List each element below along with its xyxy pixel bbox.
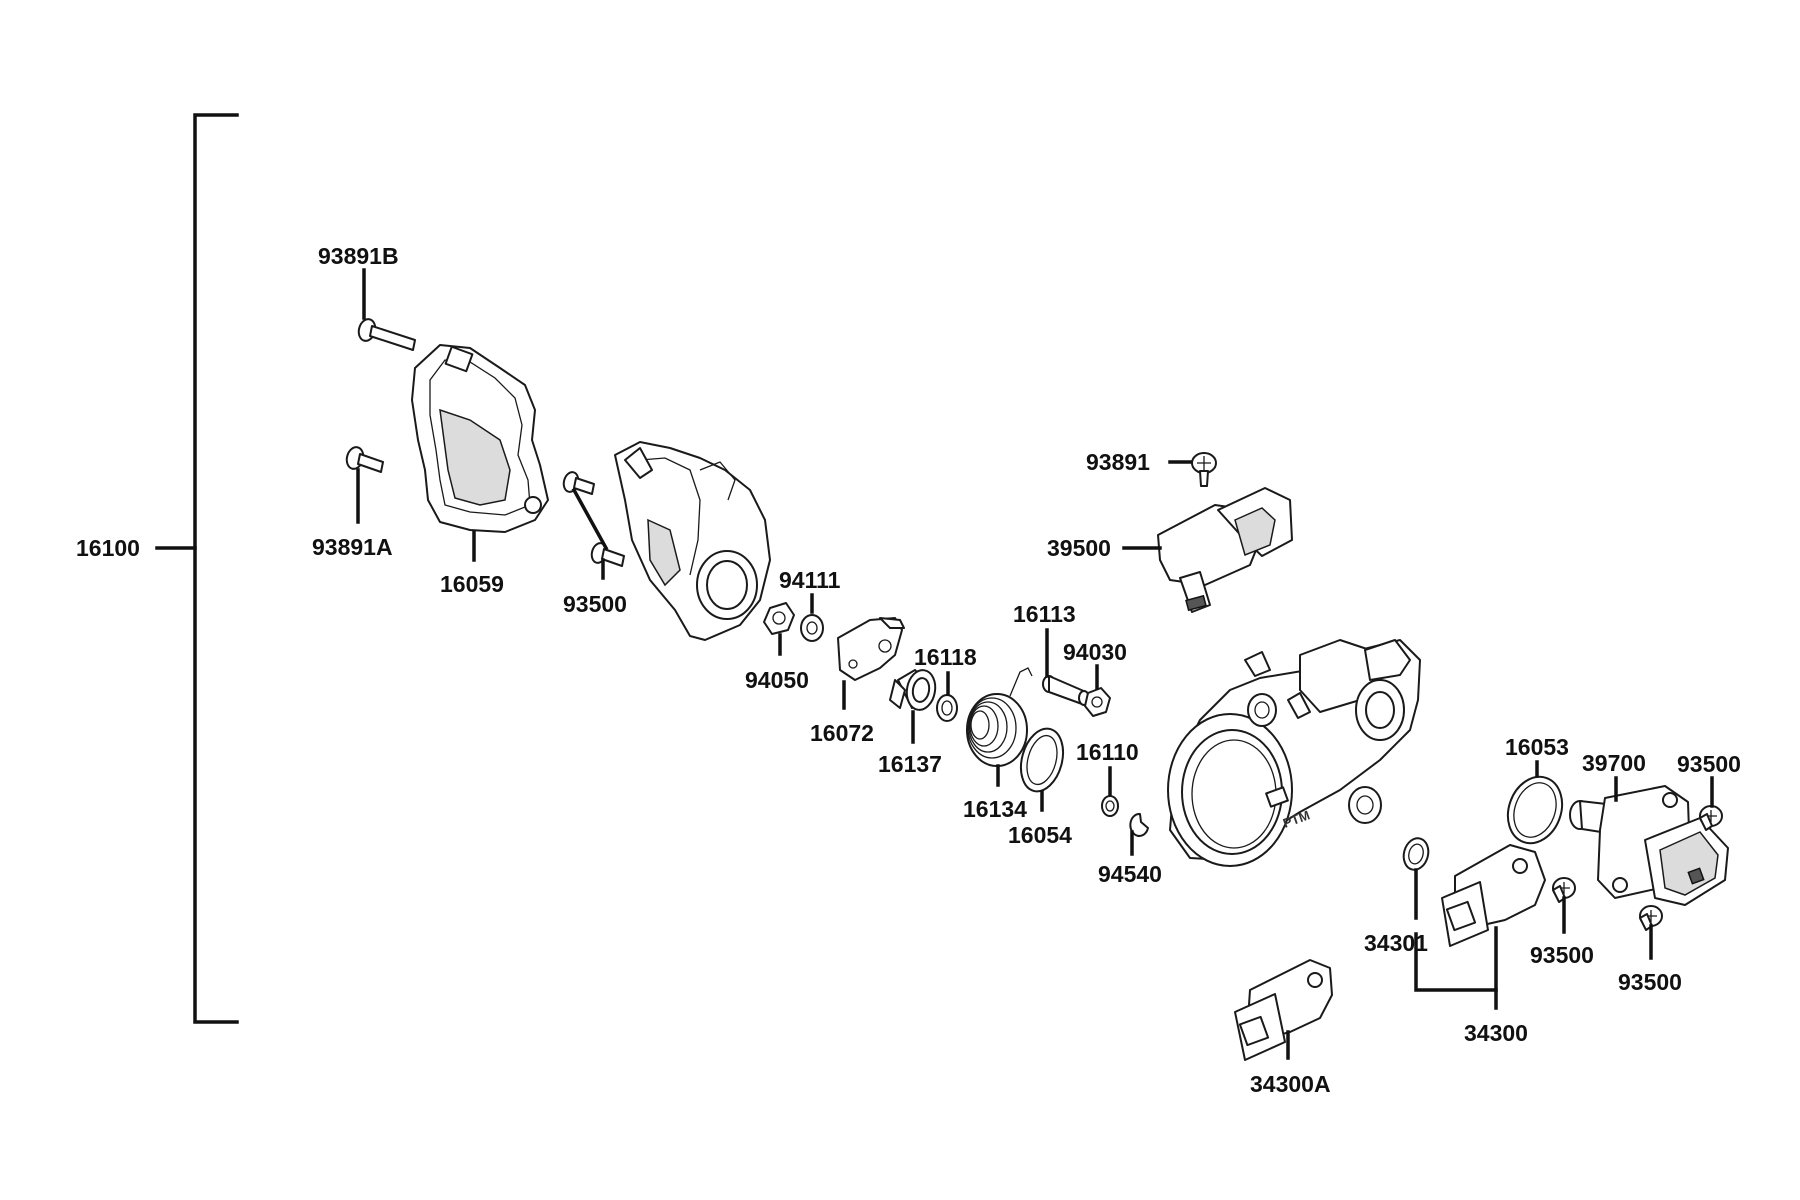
label-93891B: 93891B — [318, 243, 399, 269]
label-93891A: 93891A — [312, 534, 393, 560]
gasket-16053 — [1506, 775, 1564, 845]
spring-16134 — [966, 667, 1033, 767]
label-34300A: 34300A — [1250, 1071, 1331, 1097]
label-16118: 16118 — [914, 644, 977, 670]
oring-34301 — [1402, 837, 1430, 871]
screw-93891 — [1191, 452, 1217, 487]
label-16110: 16110 — [1076, 739, 1139, 765]
label-93500-a: 93500 — [563, 591, 627, 617]
sensor-34300 — [1441, 844, 1546, 947]
sensor-34300A — [1234, 959, 1333, 1061]
leader-34300 — [1414, 926, 1498, 992]
assembly-bracket — [155, 113, 239, 1024]
label-16054: 16054 — [1008, 822, 1072, 848]
valve-39700 — [1569, 785, 1729, 906]
pin-16113 — [1042, 675, 1090, 706]
label-94050: 94050 — [745, 667, 809, 693]
screw-93500-c — [1552, 877, 1576, 903]
label-39500: 39500 — [1047, 535, 1111, 561]
label-94030: 94030 — [1063, 639, 1127, 665]
ring-16118 — [936, 694, 958, 722]
label-93500-d: 93500 — [1618, 969, 1682, 995]
label-16059: 16059 — [440, 571, 504, 597]
label-93891: 93891 — [1086, 449, 1150, 475]
sensor-39500 — [1157, 487, 1293, 613]
screw-93500-b — [1699, 805, 1723, 831]
label-94111: 94111 — [779, 567, 841, 593]
label-16072: 16072 — [810, 720, 874, 746]
label-34301: 34301 — [1364, 930, 1428, 956]
bolts-93500-left — [562, 471, 625, 567]
label-16134: 16134 — [963, 796, 1027, 822]
nut-94030 — [1084, 687, 1111, 717]
throttle-body: PTM — [1167, 639, 1421, 867]
lever-16072 — [837, 617, 905, 681]
label-39700: 39700 — [1582, 750, 1646, 776]
nut-94050 — [763, 602, 795, 635]
washer-94111 — [800, 614, 824, 642]
label-16053: 16053 — [1505, 734, 1569, 760]
label-93500-b: 93500 — [1677, 751, 1741, 777]
gasket-16054 — [1019, 727, 1065, 793]
label-94540: 94540 — [1098, 861, 1162, 887]
label-34300: 34300 — [1464, 1020, 1528, 1046]
label-93500-c: 93500 — [1530, 942, 1594, 968]
washer-16110 — [1101, 795, 1119, 817]
bushing-16137 — [889, 669, 937, 711]
bolt-93891A — [345, 446, 384, 473]
sensor-housing — [614, 441, 771, 641]
cover-16059 — [411, 344, 549, 533]
label-16100: 16100 — [76, 535, 140, 561]
bolt-93891B — [357, 318, 416, 351]
leader-93500-a1 — [571, 487, 609, 551]
label-16137: 16137 — [878, 751, 942, 777]
label-16113: 16113 — [1013, 601, 1076, 627]
